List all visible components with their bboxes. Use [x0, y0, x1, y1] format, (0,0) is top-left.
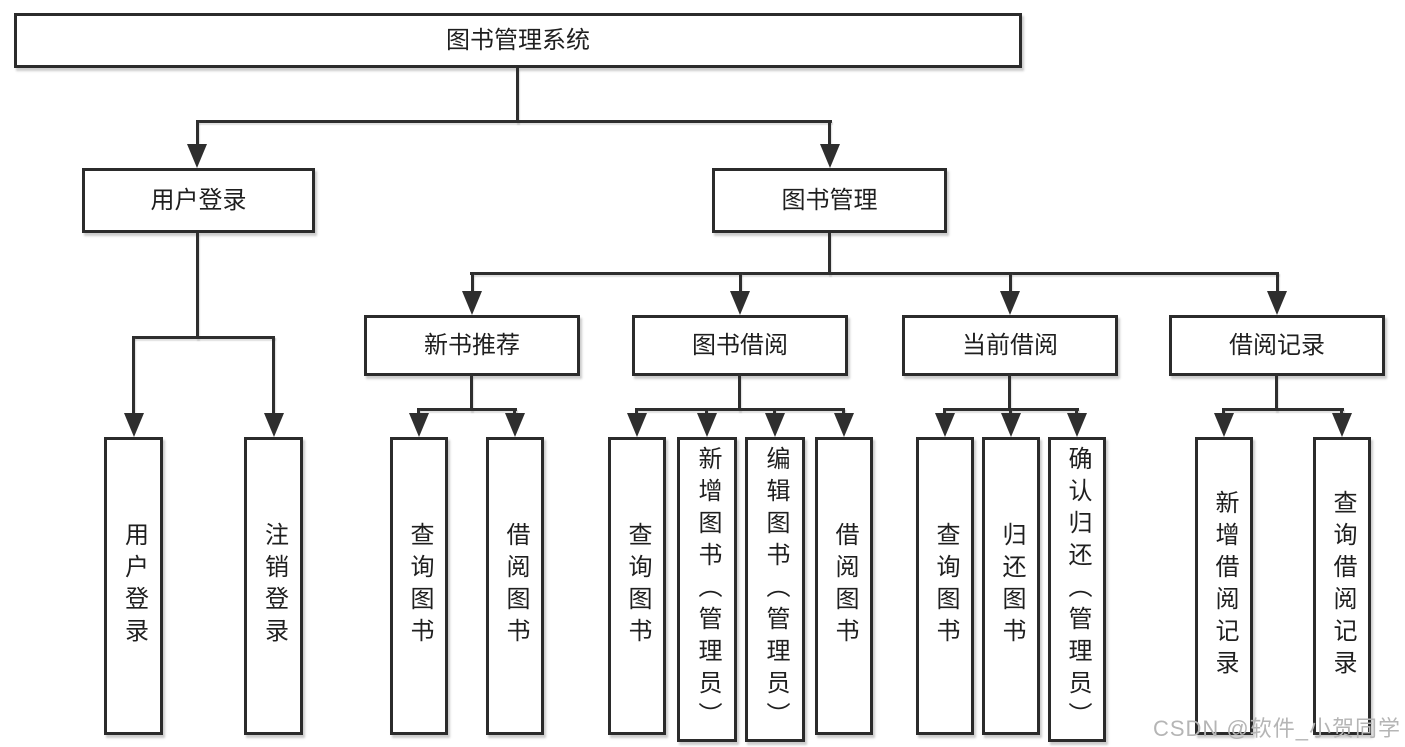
arrow-down-icon [409, 413, 429, 437]
arrow-down-icon [935, 413, 955, 437]
arrow-down-icon [1067, 413, 1087, 437]
leaf-newbook-query-books: 查询图书 [390, 437, 448, 735]
connector-line [738, 374, 741, 411]
arrow-down-icon [765, 413, 785, 437]
connector-line [471, 272, 474, 295]
leaf-edit-books-admin: 编辑图书（管理员） [745, 437, 805, 742]
connector-line [196, 120, 199, 150]
node-root: 图书管理系统 [14, 13, 1022, 68]
connector-line [417, 408, 517, 411]
connector-line [635, 408, 845, 411]
arrow-down-icon [187, 144, 207, 168]
arrow-down-icon [1001, 413, 1021, 437]
leaf-add-borrow-record: 新增借阅记录 [1195, 437, 1253, 735]
arrow-down-icon [462, 291, 482, 315]
node-borrow-records: 借阅记录 [1169, 315, 1385, 376]
node-user-login: 用户登录 [82, 168, 315, 233]
arrow-down-icon [1332, 413, 1352, 437]
connector-line [470, 374, 473, 411]
connector-line [470, 272, 1279, 275]
leaf-current-query-books: 查询图书 [916, 437, 974, 735]
arrow-down-icon [820, 144, 840, 168]
arrow-down-icon [730, 291, 750, 315]
connector-line [1008, 374, 1011, 411]
arrow-down-icon [505, 413, 525, 437]
node-current-borrow: 当前借阅 [902, 315, 1118, 376]
connector-line [272, 336, 275, 416]
connector-line [516, 68, 519, 123]
connector-line [1222, 408, 1344, 411]
connector-line [828, 233, 831, 275]
node-new-book-recommend: 新书推荐 [364, 315, 580, 376]
connector-line [1275, 374, 1278, 411]
leaf-logout-login: 注销登录 [244, 437, 303, 735]
arrow-down-icon [124, 413, 144, 437]
leaf-user-login: 用户登录 [104, 437, 163, 735]
connector-line [739, 272, 742, 295]
connector-line [828, 120, 831, 150]
arrow-down-icon [1214, 413, 1234, 437]
connector-line [1009, 272, 1012, 295]
node-book-management: 图书管理 [712, 168, 947, 233]
connector-line [1276, 272, 1279, 295]
arrow-down-icon [697, 413, 717, 437]
leaf-query-borrow-record: 查询借阅记录 [1313, 437, 1371, 735]
connector-line [196, 233, 199, 339]
leaf-add-books-admin: 新增图书（管理员） [677, 437, 737, 742]
connector-line [132, 336, 135, 416]
csdn-watermark: CSDN @软件_小贺同学 [1152, 716, 1401, 741]
arrow-down-icon [1000, 291, 1020, 315]
leaf-newbook-borrow-books: 借阅图书 [486, 437, 544, 735]
arrow-down-icon [627, 413, 647, 437]
node-book-borrow: 图书借阅 [632, 315, 848, 376]
connector-line [132, 336, 275, 339]
arrow-down-icon [834, 413, 854, 437]
arrow-down-icon [1267, 291, 1287, 315]
leaf-return-books: 归还图书 [982, 437, 1040, 735]
leaf-confirm-return-admin: 确认归还（管理员） [1048, 437, 1106, 742]
leaf-borrow-borrow-books: 借阅图书 [815, 437, 873, 735]
arrow-down-icon [264, 413, 284, 437]
connector-line [196, 120, 832, 123]
leaf-borrow-query-books: 查询图书 [608, 437, 666, 735]
